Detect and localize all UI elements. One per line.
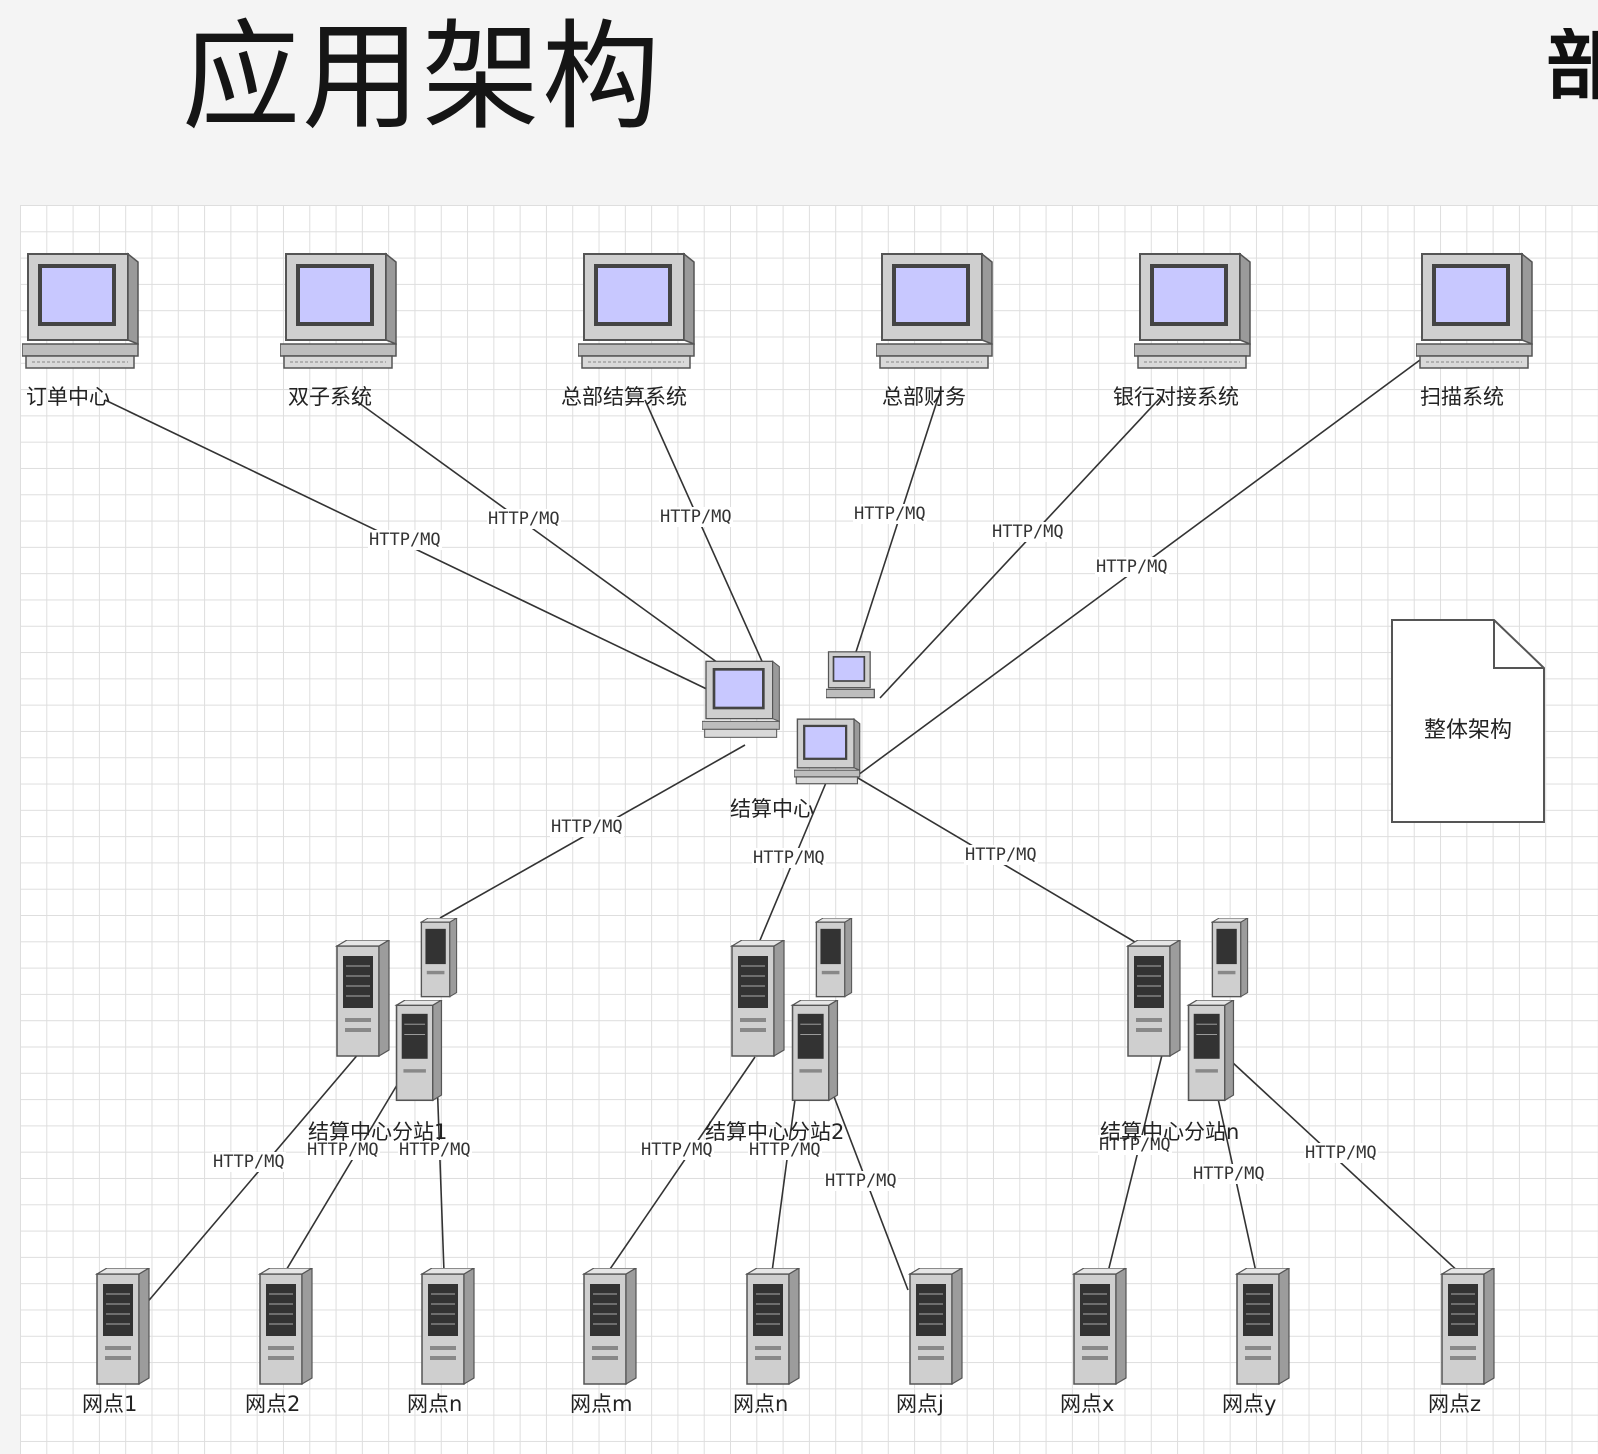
- link-label: HTTP/MQ: [964, 845, 1038, 865]
- link-label: HTTP/MQ: [853, 504, 927, 524]
- computer-icon: [22, 252, 142, 372]
- outlet-label: 网点1: [82, 1392, 138, 1416]
- link-line: [879, 397, 1161, 699]
- client-label: 订单中心: [26, 385, 110, 409]
- server-icon: [1440, 1268, 1496, 1386]
- computer-icon: [1416, 252, 1536, 372]
- link-label: HTTP/MQ: [1192, 1164, 1266, 1184]
- outlet-label: 网点z: [1428, 1392, 1482, 1416]
- computer-icon: [826, 650, 876, 702]
- document-label: 整体架构: [1423, 718, 1512, 743]
- outlet-label: 网点y: [1222, 1392, 1277, 1416]
- server-icon: [1186, 1000, 1236, 1102]
- link-line: [354, 399, 726, 669]
- branch-label: 结算中心分站n: [1100, 1120, 1240, 1144]
- server-icon: [335, 940, 391, 1058]
- server-icon: [730, 940, 786, 1058]
- server-icon: [582, 1268, 638, 1386]
- link-label: HTTP/MQ: [306, 1140, 380, 1160]
- server-icon: [95, 1268, 151, 1386]
- computer-icon: [876, 252, 996, 372]
- computer-icon: [1134, 252, 1254, 372]
- link-label: HTTP/MQ: [212, 1152, 286, 1172]
- server-icon: [394, 1000, 444, 1102]
- link-line: [644, 399, 766, 669]
- client-label: 双子系统: [288, 385, 372, 409]
- link-line: [284, 1059, 413, 1273]
- server-icon: [420, 918, 458, 998]
- link-label: HTTP/MQ: [1095, 557, 1169, 577]
- computer-icon: [702, 660, 782, 740]
- link-line: [144, 1051, 361, 1306]
- server-icon: [420, 1268, 476, 1386]
- branch-label: 结算中心分站1: [308, 1120, 448, 1144]
- link-line: [1231, 1061, 1463, 1276]
- document-note: 整体架构: [1390, 618, 1546, 824]
- link-label: HTTP/MQ: [550, 817, 624, 837]
- server-icon: [908, 1268, 964, 1386]
- link-line: [1107, 1054, 1163, 1273]
- link-label: HTTP/MQ: [824, 1171, 898, 1191]
- outlet-label: 网点j: [896, 1392, 944, 1416]
- server-icon: [815, 918, 853, 998]
- corner-text: 部: [1546, 28, 1598, 110]
- document-icon: [1391, 619, 1545, 823]
- client-label: 总部结算系统: [561, 385, 687, 409]
- server-icon: [1211, 918, 1249, 998]
- link-label: HTTP/MQ: [659, 507, 733, 527]
- center-label: 结算中心: [730, 797, 814, 821]
- diagram-canvas: [20, 205, 1598, 1454]
- link-label: HTTP/MQ: [752, 848, 826, 868]
- computer-icon: [794, 716, 862, 788]
- page-title: 应用架构: [182, 8, 663, 146]
- computer-icon: [578, 252, 698, 372]
- outlet-label: 网点n: [733, 1392, 789, 1416]
- link-label: HTTP/MQ: [1098, 1135, 1172, 1155]
- link-label: HTTP/MQ: [1304, 1143, 1378, 1163]
- link-label: HTTP/MQ: [991, 522, 1065, 542]
- server-icon: [1126, 940, 1182, 1058]
- client-label: 银行对接系统: [1113, 385, 1239, 409]
- link-label: HTTP/MQ: [368, 530, 442, 550]
- outlet-label: 网点2: [245, 1392, 301, 1416]
- client-label: 扫描系统: [1420, 385, 1504, 409]
- link-label: HTTP/MQ: [640, 1140, 714, 1160]
- client-label: 总部财务: [882, 385, 966, 409]
- link-line: [104, 399, 741, 706]
- server-icon: [790, 1000, 840, 1102]
- link-line: [607, 1056, 756, 1273]
- link-label: HTTP/MQ: [748, 1140, 822, 1160]
- outlet-label: 网点n: [407, 1392, 463, 1416]
- server-icon: [1072, 1268, 1128, 1386]
- link-label: HTTP/MQ: [487, 509, 561, 529]
- outlet-label: 网点m: [570, 1392, 633, 1416]
- server-icon: [1235, 1268, 1291, 1386]
- computer-icon: [280, 252, 400, 372]
- server-icon: [258, 1268, 314, 1386]
- branch-label: 结算中心分站2: [705, 1120, 845, 1144]
- outlet-label: 网点x: [1060, 1392, 1115, 1416]
- server-icon: [745, 1268, 801, 1386]
- link-label: HTTP/MQ: [398, 1140, 472, 1160]
